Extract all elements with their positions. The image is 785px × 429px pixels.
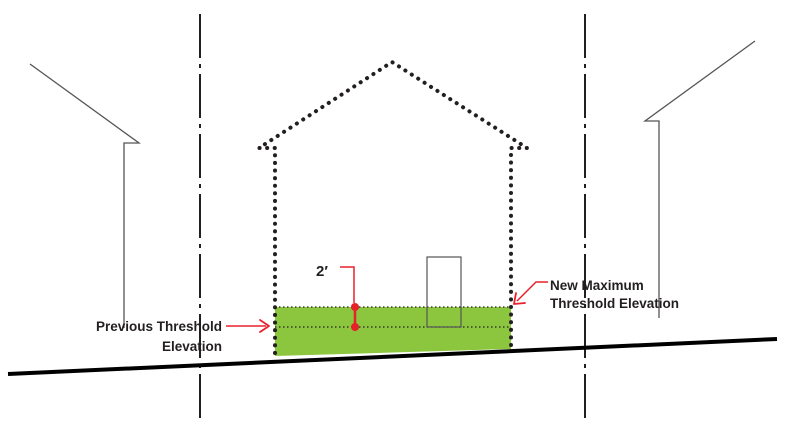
previous-threshold-arrowhead [259, 319, 270, 333]
previous-threshold-label-line2: Elevation [162, 339, 222, 354]
ground-line [7, 337, 778, 376]
dimension-leader-line [340, 266, 355, 303]
raised-threshold-zone [275, 307, 511, 356]
door-icon [426, 256, 462, 328]
previous-threshold-label-line1: Previous Threshold [96, 319, 222, 334]
dimension-label: 2′ [316, 263, 328, 280]
dimension-top-point [351, 303, 359, 311]
proposed-house-outline [257, 60, 529, 355]
new-threshold-label-line1: New Maximum [550, 278, 644, 293]
new-threshold-leader [516, 281, 548, 302]
new-threshold-arrowhead [513, 292, 526, 305]
right-neighbor-house [643, 40, 756, 318]
new-threshold-label-line2: Threshold Elevation [550, 296, 679, 311]
left-neighbor-house [29, 63, 142, 328]
dimension-bottom-point [351, 323, 359, 331]
